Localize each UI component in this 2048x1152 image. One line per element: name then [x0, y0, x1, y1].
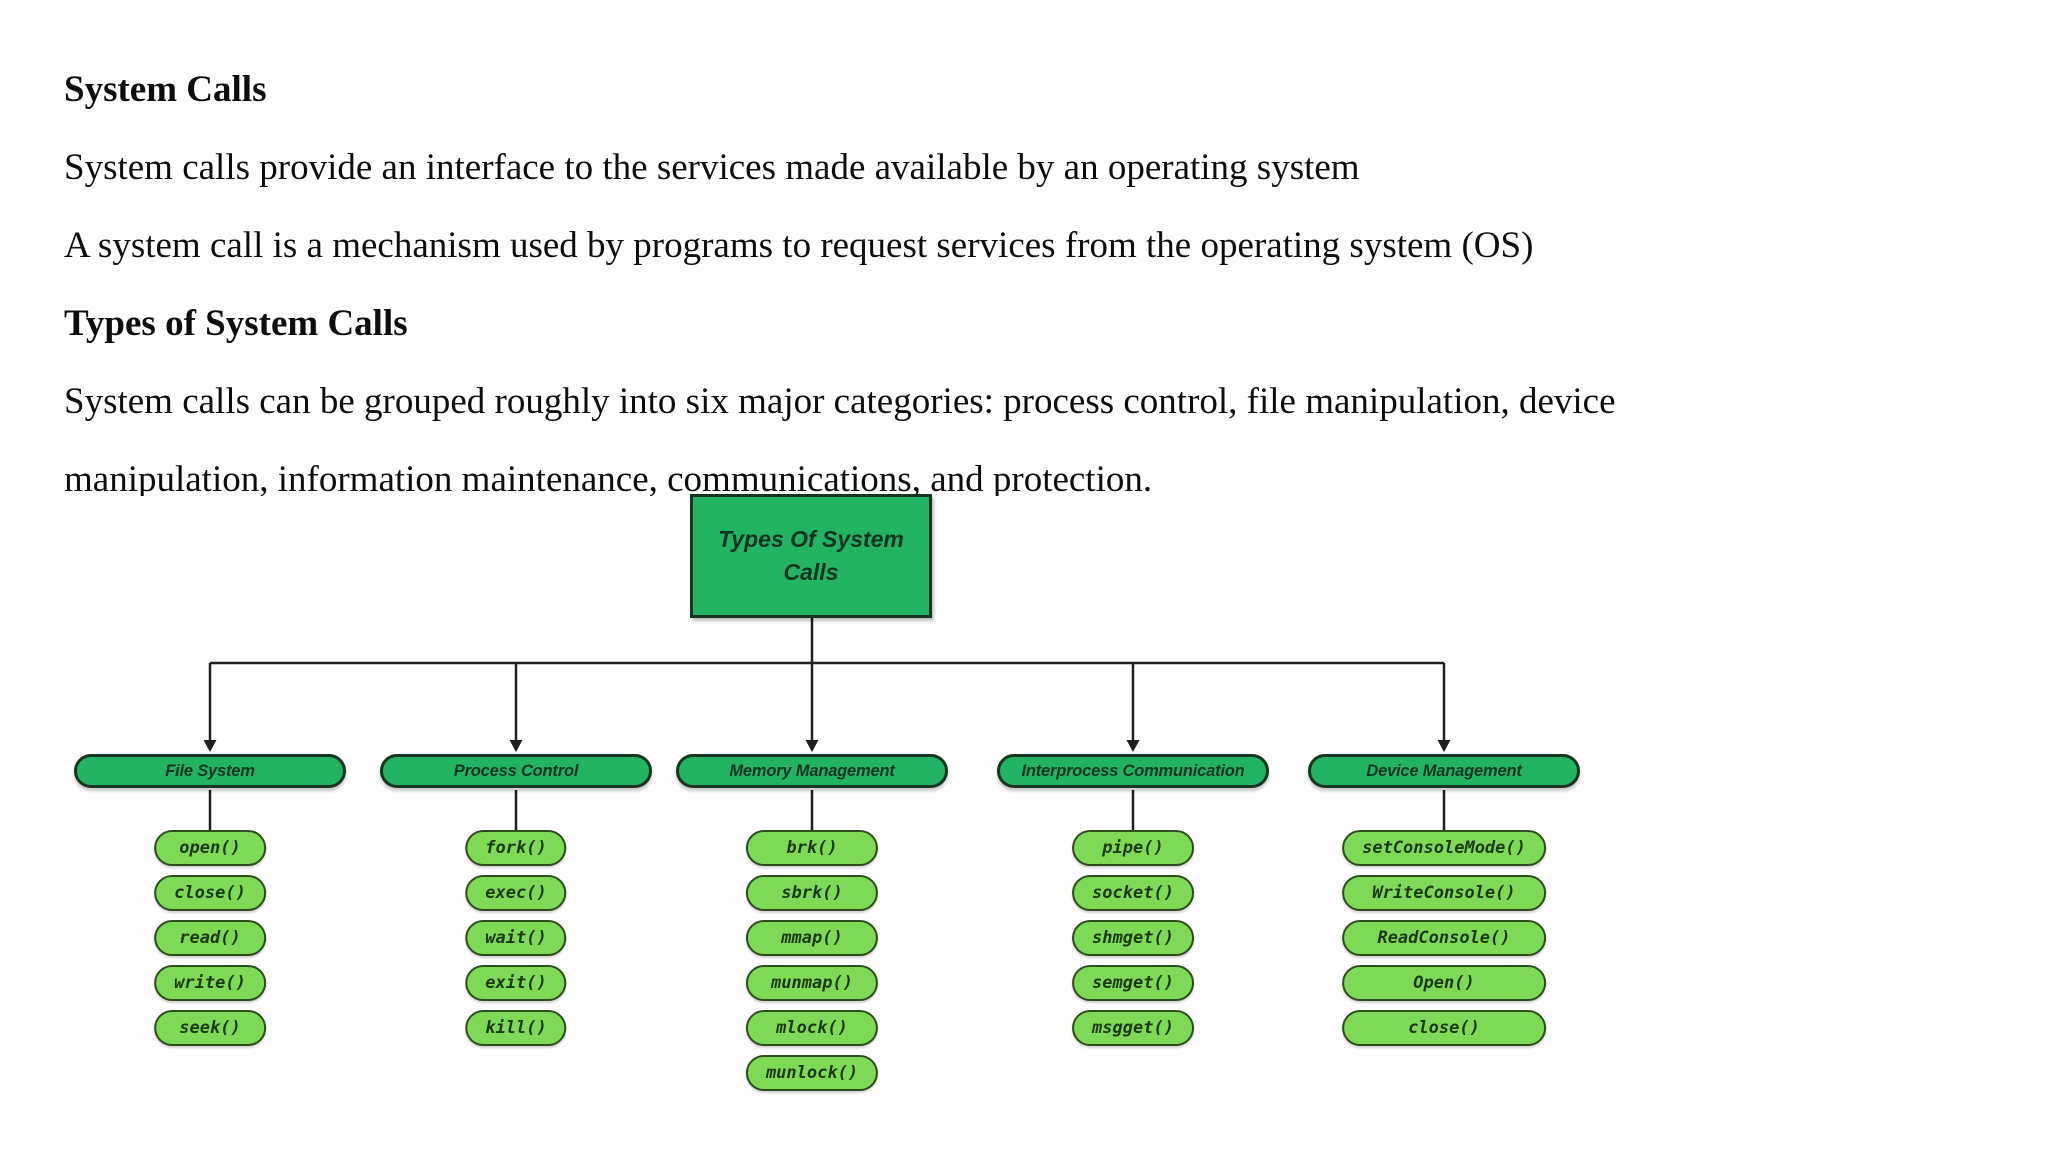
document-text: System Calls System calls provide an int…	[64, 51, 2018, 519]
call-node-writeconsole: WriteConsole()	[1342, 875, 1546, 911]
paragraph-definition-1: System calls provide an interface to the…	[64, 147, 1360, 188]
paragraph-categories-line-1: System calls can be grouped roughly into…	[64, 381, 1616, 422]
call-node-readconsole: ReadConsole()	[1342, 920, 1546, 956]
call-stack-file-system: open() close() read() write() seek()	[154, 830, 266, 1046]
call-node-kill: kill()	[465, 1010, 567, 1046]
category-node-interprocess-communication: Interprocess Communication	[997, 754, 1269, 788]
call-stack-process-control: fork() exec() wait() exit() kill()	[465, 830, 567, 1046]
call-node-munlock: munlock()	[745, 1055, 879, 1091]
call-stack-memory-management: brk() sbrk() mmap() munmap() mlock() munlock(…	[745, 830, 879, 1091]
category-node-device-management: Device Management	[1308, 754, 1580, 788]
call-stack-device-management: setConsoleMode() WriteConsole() ReadConsol…	[1342, 830, 1546, 1046]
call-node-fork: fork()	[465, 830, 567, 866]
call-node-semget: semget()	[1072, 965, 1194, 1001]
call-node-socket: socket()	[1072, 875, 1194, 911]
paragraph-definition-2: A system call is a mechanism used by pro…	[64, 225, 1534, 266]
diagram-background	[0, 496, 2048, 1152]
call-node-msgget: msgget()	[1072, 1010, 1194, 1046]
call-stack-interprocess-communication: pipe() socket() shmget() semget() msgget()	[1072, 830, 1194, 1046]
call-node-mlock: mlock()	[745, 1010, 879, 1046]
call-node-open: Open()	[1342, 965, 1546, 1001]
call-node-sbrk: sbrk()	[745, 875, 879, 911]
call-node-close: close()	[1342, 1010, 1546, 1046]
category-node-file-system: File System	[74, 754, 346, 788]
category-node-process-control: Process Control	[380, 754, 652, 788]
call-node-seek: seek()	[154, 1010, 266, 1046]
call-node-setconsolemode: setConsoleMode()	[1342, 830, 1546, 866]
call-node-shmget: shmget()	[1072, 920, 1194, 956]
root-node-types-of-system-calls: Types Of System Calls	[690, 494, 932, 618]
category-node-memory-management: Memory Management	[676, 754, 948, 788]
paragraph-categories-line-2: manipulation, information maintenance, c…	[64, 459, 1153, 500]
call-node-exec: exec()	[465, 875, 567, 911]
call-node-close: close()	[154, 875, 266, 911]
call-node-write: write()	[154, 965, 266, 1001]
call-node-open: open()	[154, 830, 266, 866]
call-node-read: read()	[154, 920, 266, 956]
call-node-mmap: mmap()	[745, 920, 879, 956]
call-node-exit: exit()	[465, 965, 567, 1001]
call-node-munmap: munmap()	[745, 965, 879, 1001]
heading-types-of-system-calls: Types of System Calls	[64, 303, 408, 344]
heading-system-calls: System Calls	[64, 69, 267, 110]
call-node-brk: brk()	[745, 830, 879, 866]
call-node-pipe: pipe()	[1072, 830, 1194, 866]
call-node-wait: wait()	[465, 920, 567, 956]
